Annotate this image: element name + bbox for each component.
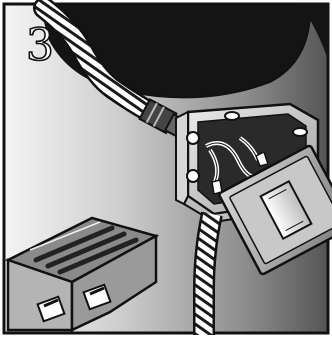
step-number: 3: [26, 24, 54, 68]
conduit-lower: [204, 214, 212, 335]
